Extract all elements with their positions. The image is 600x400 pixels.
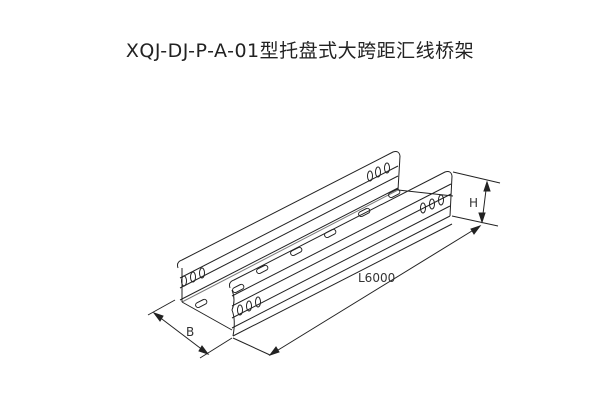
- length-label: L6000: [358, 271, 395, 285]
- front-side-wall: [229, 171, 453, 337]
- width-label: B: [186, 325, 194, 339]
- page-title: XQJ-DJ-P-A-01型托盘式大跨距汇线桥架: [125, 40, 475, 62]
- back-side-wall: [177, 151, 401, 302]
- tray-bottom: [181, 188, 454, 331]
- height-label: H: [469, 196, 478, 210]
- dimension-h: H: [451, 171, 501, 227]
- dimension-b: B: [147, 299, 233, 359]
- dimension-l: L6000: [232, 225, 482, 356]
